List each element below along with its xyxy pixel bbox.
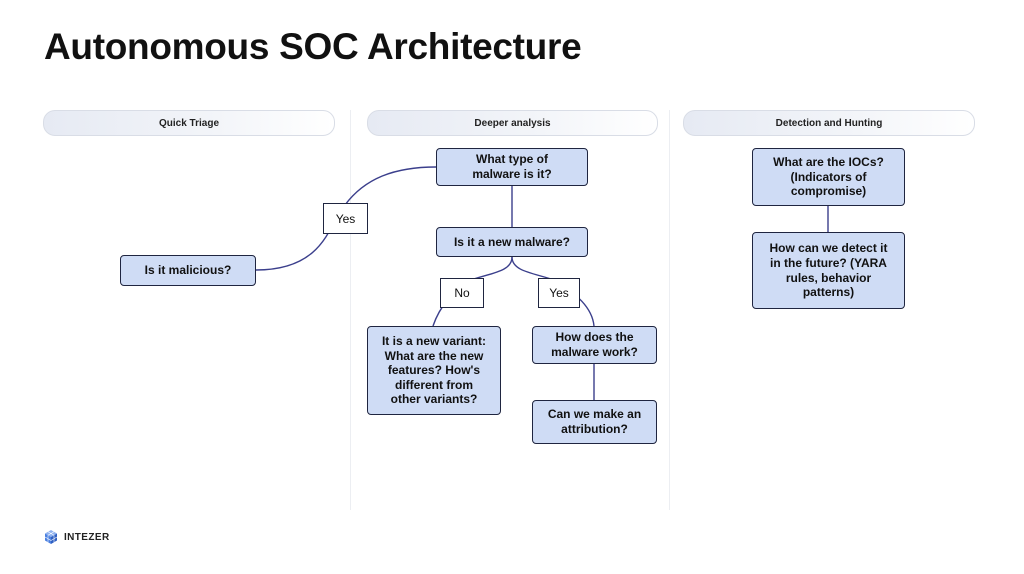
cube-logo-icon <box>44 530 58 544</box>
edge-label-yes-triage: Yes <box>323 203 368 234</box>
edge-label-yes: Yes <box>538 278 580 308</box>
node-how-works: How does the malware work? <box>532 326 657 364</box>
node-new-malware: Is it a new malware? <box>436 227 588 257</box>
lane-divider <box>350 110 351 510</box>
node-malware-type: What type of malware is it? <box>436 148 588 186</box>
node-iocs: What are the IOCs? (Indicators of compro… <box>752 148 905 206</box>
node-detect-future: How can we detect it in the future? (YAR… <box>752 232 905 309</box>
lane-header-detection-hunting: Detection and Hunting <box>683 110 975 136</box>
edge-label-no: No <box>440 278 484 308</box>
intezer-logo: INTEZER <box>43 529 110 545</box>
page-title: Autonomous SOC Architecture <box>44 26 582 67</box>
lane-header-quick-triage: Quick Triage <box>43 110 335 136</box>
node-is-malicious: Is it malicious? <box>120 255 256 286</box>
lane-divider <box>669 110 670 510</box>
lane-header-deeper-analysis: Deeper analysis <box>367 110 658 136</box>
logo-text: INTEZER <box>64 531 110 543</box>
node-attribution: Can we make an attribution? <box>532 400 657 444</box>
node-new-variant: It is a new variant: What are the new fe… <box>367 326 501 415</box>
